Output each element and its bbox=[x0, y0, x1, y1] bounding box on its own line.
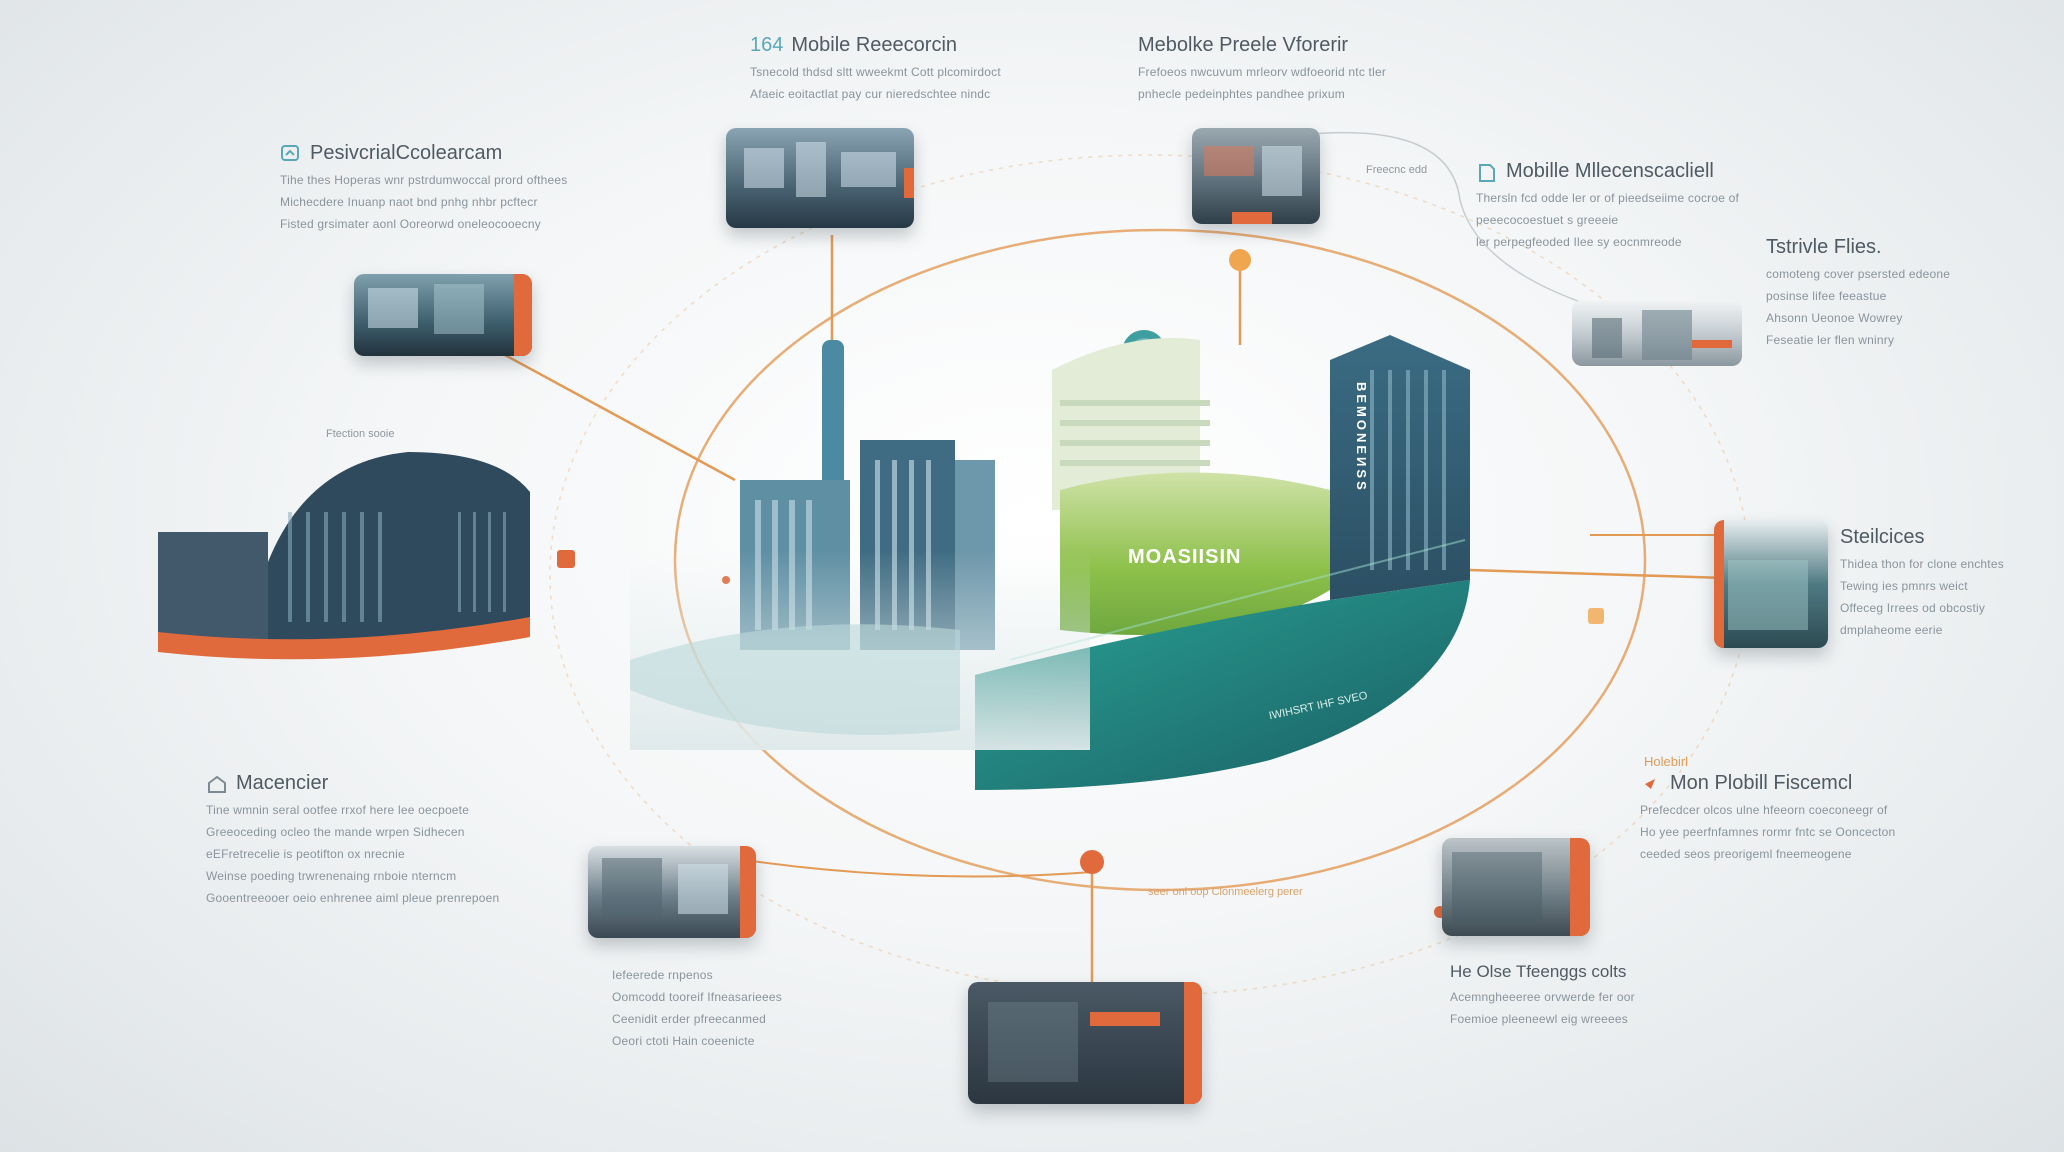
block-top-right-line: pnhecle pedeinphtes pandhee prixum bbox=[1138, 87, 1345, 101]
connector-right-curve bbox=[1299, 131, 1641, 321]
thumb-top-left[interactable] bbox=[726, 128, 914, 228]
dark-tower bbox=[1330, 335, 1470, 600]
block-left-upper-title: PesivcrialCcolearcam bbox=[310, 142, 503, 164]
block-top-left: 164 Mobile Reeecorcin Tsnecold thdsd slt… bbox=[750, 34, 1001, 101]
block-bottom-center-left: Iefeerede rnpenos Oomcodd tooreif Ifneas… bbox=[612, 960, 782, 1048]
block-bottom-center-right-line: Acemngheeeree orvwerde fer oor bbox=[1450, 990, 1635, 1004]
block-right-mid-line: comoteng cover psersted edeone bbox=[1766, 267, 1951, 281]
connector-bottom-left-arc bbox=[744, 859, 1093, 878]
left-tag: Ftection sooie bbox=[326, 428, 395, 440]
refresh-icon bbox=[280, 144, 302, 164]
block-left-lower-line: Gooentreeooer oeio enhrenee aiml pleue p… bbox=[206, 891, 500, 905]
block-right-lower: Steilcices Thidea thon for clone enchtes… bbox=[1840, 526, 2004, 637]
thumb-bottom-right[interactable] bbox=[1442, 838, 1590, 936]
block-bottom-right: Mon Plobill Fiscemcl Prefecdcer olcos ul… bbox=[1640, 772, 1895, 861]
block-left-lower-line: Greeoceding ocleo the mande wrpen Sidhec… bbox=[206, 825, 465, 839]
thumb-bottom-center[interactable] bbox=[968, 982, 1202, 1104]
block-top-left-line: Tsnecold thdsd sltt wweekmt Cott plcomir… bbox=[750, 65, 1001, 79]
block-right-lower-line: Thidea thon for clone enchtes bbox=[1840, 557, 2004, 571]
block-left-lower-line: eEFretrecelie is peotifton ox nrecnie bbox=[206, 847, 405, 861]
block-right-mid: Tstrivle Flies. comoteng cover psersted … bbox=[1766, 236, 1950, 347]
block-right-lower-line: dmplaheome eerie bbox=[1840, 623, 1943, 637]
block-bottom-right-line: ceeded seos preorigeml fneemeogene bbox=[1640, 847, 1852, 861]
block-bottom-center-right-title: He Olse Tfeenggs colts bbox=[1450, 962, 1627, 981]
block-right-mid-line: Ahsonn Ueonoe Wowrey bbox=[1766, 311, 1903, 325]
block-bottom-right-line: Prefecdcer olcos ulne hfeeorn coeconeegr… bbox=[1640, 803, 1888, 817]
block-right-lower-line: Offeceg Irrees od obcostiy bbox=[1840, 601, 1986, 615]
block-right-upper: Mobille Mllecenscacliell Thersln fcd odd… bbox=[1476, 160, 1739, 249]
central-city-illustration bbox=[630, 335, 1470, 790]
thumb-top-right[interactable] bbox=[1192, 128, 1320, 224]
thumb-left-upper[interactable] bbox=[354, 274, 532, 356]
node-dot-top-right bbox=[1229, 249, 1251, 271]
left-building-image bbox=[158, 452, 530, 660]
block-top-right: Mebolke Preele Vforerir Frefoeos nwcuvum… bbox=[1138, 34, 1386, 101]
block-bottom-center-left-line: Oomcodd tooreif Ifneasarieees bbox=[612, 990, 782, 1004]
block-bottom-center-left-line: Iefeerede rnpenos bbox=[612, 968, 713, 982]
green-wedge bbox=[1060, 472, 1330, 635]
block-top-right-line: Frefoeos nwcuvum mrleorv wdfoeorid ntc t… bbox=[1138, 65, 1387, 79]
teal-base-curve bbox=[975, 580, 1470, 790]
thumb-right-lower[interactable] bbox=[1714, 520, 1828, 648]
thumb-right-upper[interactable] bbox=[1572, 300, 1742, 366]
right-upper-tag: Freecnc edd bbox=[1366, 164, 1428, 176]
block-left-lower: Macencier Tine wmnin seral ootfee rrxof … bbox=[206, 772, 499, 905]
block-right-lower-title: Steilcices bbox=[1840, 526, 1925, 548]
block-left-upper-line: Michecdere Inuanp naot bnd pnhg nhbr pcf… bbox=[280, 195, 538, 209]
block-bottom-right-line: Ho yee peerfnfamnes rormr fntc se Ooncec… bbox=[1640, 825, 1896, 839]
node-marker-right bbox=[1588, 608, 1604, 624]
node-dot-bottom bbox=[1080, 850, 1104, 874]
block-right-mid-line: Feseatie ler flen wninry bbox=[1766, 333, 1895, 347]
bottom-right-tag: Holebirl bbox=[1644, 754, 1689, 769]
block-left-lower-title: Macencier bbox=[236, 772, 329, 794]
block-bottom-center-left-line: Oeori ctoti Hain coeenicte bbox=[612, 1034, 755, 1048]
block-top-left-line: Afaeic eoitactlat pay cur nieredschtee n… bbox=[750, 87, 991, 101]
center-label: MOASIISIN bbox=[1128, 546, 1242, 568]
block-bottom-center-left-line: Ceenidit erder pfreecanmed bbox=[612, 1012, 766, 1026]
block-top-left-prefix: 164 bbox=[750, 34, 784, 56]
document-icon bbox=[1476, 162, 1498, 182]
block-right-upper-line: Thersln fcd odde ler or of pieedseiime c… bbox=[1476, 191, 1740, 205]
block-bottom-center-right: He Olse Tfeenggs colts Acemngheeeree orv… bbox=[1450, 962, 1635, 1026]
home-icon bbox=[206, 774, 228, 794]
block-right-mid-title: Tstrivle Flies. bbox=[1766, 236, 1882, 258]
thumb-bottom-left[interactable] bbox=[588, 846, 756, 938]
node-marker-left bbox=[557, 550, 575, 568]
block-right-upper-line: ler perpegfeoded Ilee sy eocnmreode bbox=[1476, 235, 1682, 249]
block-left-upper-line: Tihe thes Hoperas wnr pstrdumwoccal pror… bbox=[280, 173, 568, 187]
bottom-tag: seer onl oop Clonmeelerg perer bbox=[1148, 886, 1303, 898]
block-right-upper-line: peeecocoestuet s greeeie bbox=[1476, 213, 1619, 227]
arrow-icon bbox=[1640, 774, 1662, 794]
block-bottom-center-right-line: Foemioe pleeneewl eig wreeees bbox=[1450, 1012, 1628, 1026]
block-left-lower-line: Tine wmnin seral ootfee rrxof here lee o… bbox=[206, 803, 470, 817]
block-left-upper-line: Fisted grsimater aonl Ooreorwd oneleocoo… bbox=[280, 217, 541, 231]
block-top-left-title: Mobile Reeecorcin bbox=[791, 34, 958, 56]
connector-right-lower bbox=[1469, 568, 1726, 580]
center-vertical-label: ВЕМОNEИЅЅ bbox=[1354, 382, 1369, 493]
block-right-mid-line: posinse lifee feeastue bbox=[1766, 289, 1887, 303]
block-top-right-title: Mebolke Preele Vforerir bbox=[1138, 34, 1349, 56]
block-left-lower-line: Weinse poeding trwrenenaing rnboie ntern… bbox=[206, 869, 457, 883]
connector-left-upper bbox=[504, 353, 736, 482]
block-right-upper-title: Mobille Mllecenscacliell bbox=[1506, 160, 1714, 182]
block-bottom-right-title: Mon Plobill Fiscemcl bbox=[1670, 772, 1853, 794]
block-left-upper: PesivcrialCcolearcam Tihe thes Hoperas w… bbox=[280, 142, 567, 231]
block-right-lower-line: Tewing ies pmnrs weict bbox=[1840, 579, 1968, 593]
